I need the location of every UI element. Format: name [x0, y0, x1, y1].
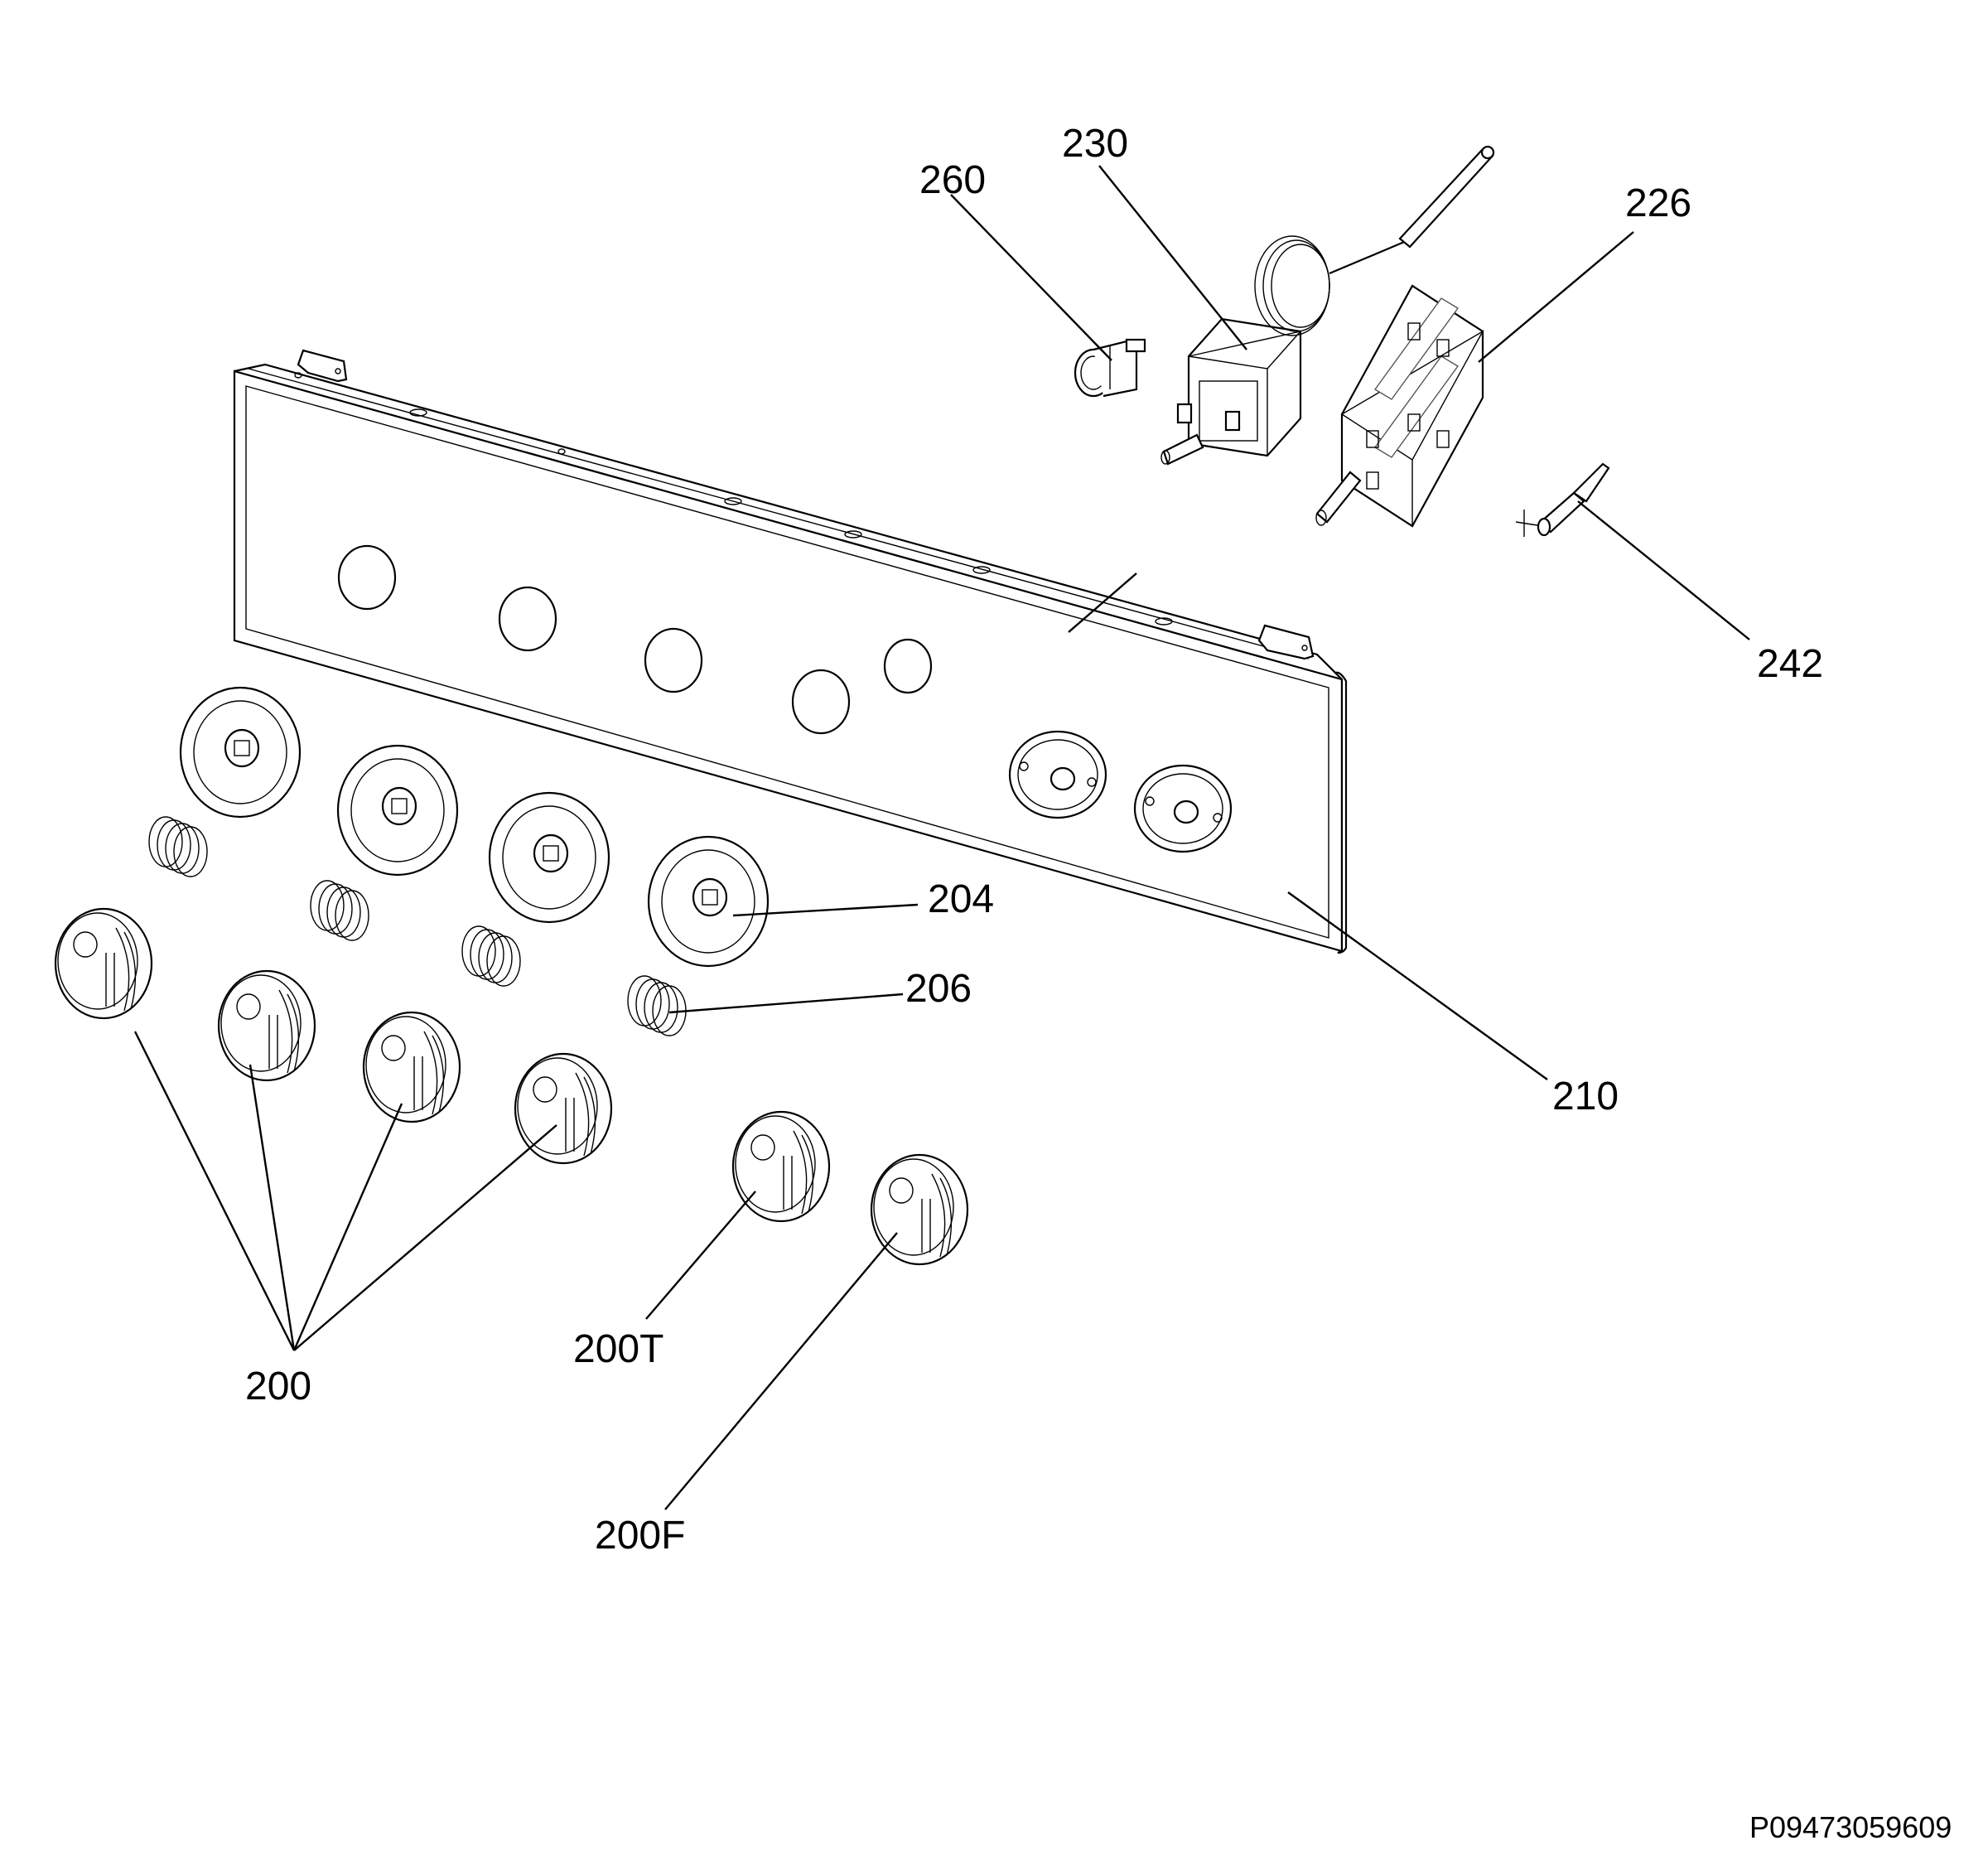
bezel	[179, 686, 302, 819]
bezels-204	[179, 686, 770, 968]
leader-200-c	[292, 1103, 403, 1351]
spring	[148, 816, 208, 877]
knob-200	[362, 1011, 461, 1123]
spring	[627, 975, 687, 1036]
callout-210: 210	[1552, 1075, 1619, 1118]
leader-210-top	[1068, 572, 1137, 633]
spring	[461, 925, 521, 987]
callout-206: 206	[905, 967, 972, 1011]
bezel	[336, 744, 459, 877]
ignition-switch-242	[1515, 462, 1610, 537]
leader-210	[1287, 891, 1548, 1080]
knob-200	[514, 1052, 613, 1165]
knob-200	[54, 907, 153, 1020]
leader-200-b	[248, 1064, 296, 1351]
leader-200T	[645, 1191, 756, 1320]
callout-230: 230	[1062, 122, 1129, 166]
leader-226	[1478, 231, 1634, 363]
callout-204: 204	[928, 877, 995, 921]
bezel	[488, 791, 610, 924]
callout-200F: 200F	[595, 1514, 686, 1558]
callout-200T: 200T	[573, 1327, 664, 1371]
knobs	[54, 907, 969, 1266]
leader-200F	[664, 1232, 898, 1510]
pilot-lamp-260	[1074, 338, 1146, 398]
leader-200-d	[293, 1124, 557, 1351]
control-panel-210	[233, 349, 1348, 954]
leader-lines	[133, 165, 1750, 1510]
leader-242	[1577, 500, 1750, 640]
callout-200: 200	[245, 1365, 312, 1408]
leader-204	[732, 903, 919, 917]
knob-200	[217, 969, 316, 1082]
thermostat-230	[1160, 145, 1495, 466]
document-id: P09473059609	[1749, 1810, 1952, 1844]
callout-260: 260	[919, 158, 987, 202]
knob-200F	[870, 1153, 969, 1266]
leader-206	[668, 993, 904, 1014]
spring	[310, 880, 369, 941]
bezel	[647, 835, 770, 968]
leader-200-a	[133, 1031, 296, 1351]
callout-226: 226	[1625, 181, 1692, 225]
springs-206	[148, 816, 687, 1036]
callout-242: 242	[1757, 642, 1824, 686]
knob-200T	[731, 1110, 831, 1223]
switch-226	[1315, 284, 1484, 528]
leader-230	[1098, 165, 1247, 350]
leader-260	[950, 194, 1112, 361]
